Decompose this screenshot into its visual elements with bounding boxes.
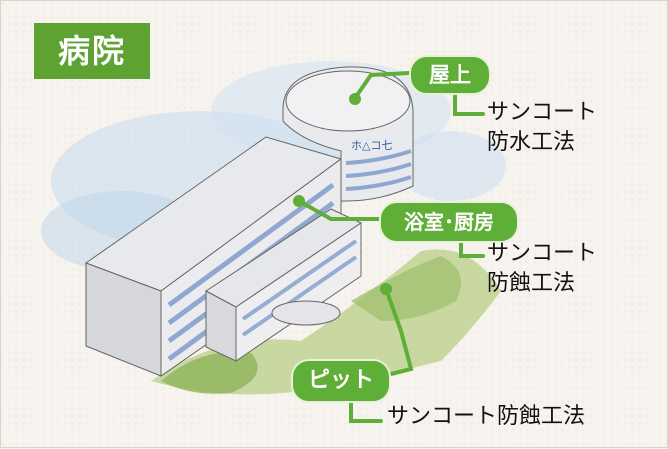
callout-label-bath: 浴室･厨房 — [379, 201, 519, 243]
callout-desc-roof: サンコート 防水工法 — [487, 98, 597, 158]
lower-wing-windows — [241, 239, 358, 337]
tower-windows — [345, 149, 412, 191]
tower-roof — [285, 70, 411, 132]
leader-lines — [297, 71, 485, 423]
callout-desc-bath-line2: 防蝕工法 — [487, 271, 576, 296]
marker-pit — [380, 283, 392, 295]
callout-desc-roof-line1: サンコート — [487, 100, 598, 125]
marker-roof — [349, 93, 361, 105]
tower-sign: ホ△コ七 — [351, 139, 392, 152]
callout-label-roof: 屋上 — [409, 55, 491, 95]
leader-pit — [384, 287, 414, 377]
callout-desc-pit-line1: サンコート防蝕工法 — [387, 404, 586, 429]
callout-desc-roof-line2: 防水工法 — [487, 130, 576, 155]
callout-label-pit: ピット — [291, 359, 391, 403]
leader-roof-desc — [453, 89, 485, 116]
leader-roof — [353, 71, 411, 100]
shrubs-right — [351, 256, 461, 321]
marker-bath — [293, 195, 305, 207]
leader-pit-desc — [349, 397, 383, 423]
callout-desc-bath-line1: サンコート — [487, 241, 598, 266]
leader-bath — [297, 199, 381, 221]
shrubs-left — [161, 351, 258, 394]
callout-desc-bath: サンコート 防蝕工法 — [487, 239, 597, 299]
sky-wash-4 — [396, 131, 506, 201]
callout-desc-pit: サンコート防蝕工法 — [387, 402, 585, 432]
title-badge: 病院 — [34, 23, 150, 79]
entrance-canopy — [271, 300, 341, 326]
leader-bath-desc — [459, 237, 485, 258]
